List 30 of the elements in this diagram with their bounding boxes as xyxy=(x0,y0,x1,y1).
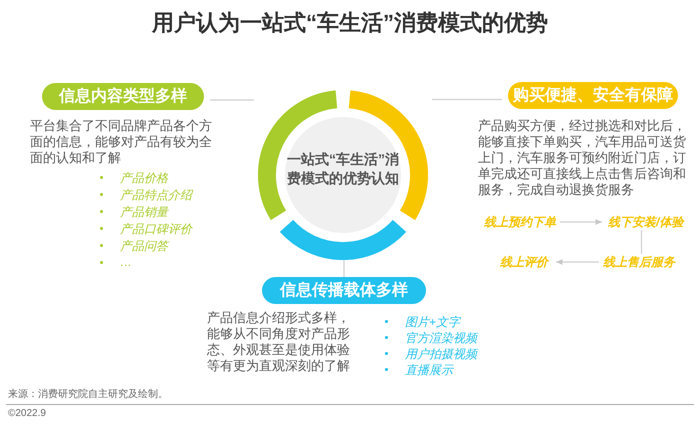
arrow xyxy=(556,259,599,265)
list-item: 图片+文字 xyxy=(405,314,460,331)
arrow xyxy=(560,219,602,225)
heading-pill: 信息传播载体多样 xyxy=(262,277,426,304)
connector-line xyxy=(210,99,254,101)
description-text: 产品信息介绍形式多样，能够从不同角度对产品形态、外观甚至是使用体验等有更为直观深刻的了解 xyxy=(207,310,351,374)
connector-line xyxy=(640,230,642,254)
connector-line xyxy=(432,98,502,100)
heading-pill: 购买便捷、安全有保障 xyxy=(508,82,678,109)
heading-pill: 信息内容类型多样 xyxy=(42,83,204,110)
list-item: 产品特点介绍 xyxy=(120,187,192,204)
step-label: 线上预约下单 xyxy=(484,214,556,230)
center-title: 一站式“车生活”消费模式的优势认知 xyxy=(286,150,400,188)
list-item: … xyxy=(120,255,132,269)
copyright-note: ©2022.9 xyxy=(8,408,46,419)
list-item: 产品问答 xyxy=(120,238,168,255)
list-item: 产品价格 xyxy=(120,170,168,187)
step-label: 线上售后服务 xyxy=(603,254,675,270)
list-item: 直播展示 xyxy=(405,362,453,379)
connector-line xyxy=(343,260,345,277)
source-note: 来源：消费研究院自主研究及绘制。 xyxy=(8,388,168,401)
step-label: 线上评价 xyxy=(500,254,550,270)
title: 用户认为一站式“车生活”消费模式的优势 xyxy=(150,9,549,37)
list-item: 官方渲染视频 xyxy=(405,330,477,347)
step-label: 线下安装/体验 xyxy=(608,214,688,230)
list-item: 产品口碑评价 xyxy=(120,221,192,238)
description-text: 平台集合了不同品牌产品各个方面的信息，能够对产品有较为全面的认知和了解 xyxy=(30,118,213,166)
list-item: 产品销量 xyxy=(120,204,168,221)
list-item: 用户拍摄视频 xyxy=(405,346,477,363)
description-text: 产品购买方便，经过挑选和对比后，能够直接下单购买，汽车用品可送货上门，汽车服务可预约附近门店，订单完成还可直接线上点击售后咨询和服务，完成自动退换货服务 xyxy=(478,118,687,198)
